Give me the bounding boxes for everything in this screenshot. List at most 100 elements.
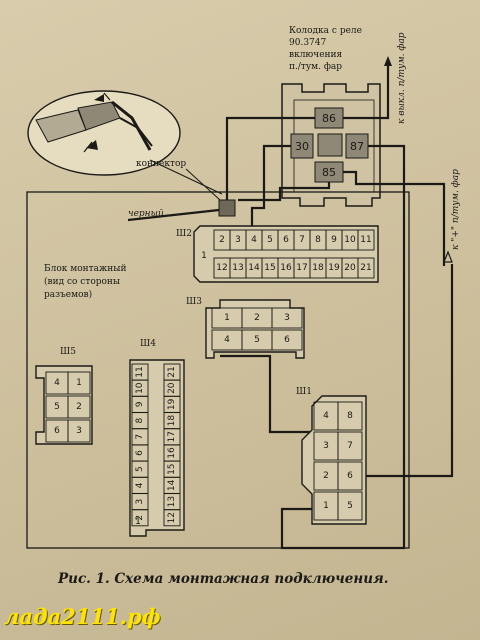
sh2-pin-2: 2 (219, 235, 225, 245)
sh3-pin-2: 2 (254, 313, 260, 323)
sh1-pin-8-box (337, 401, 363, 431)
sh4-pin-10: 10 (135, 382, 145, 394)
relay-title-line-1: Колодка с реле (289, 26, 362, 36)
sh3-pin-3: 3 (284, 313, 290, 323)
sh5-pin-6: 6 (54, 426, 60, 436)
sh2-pin-8: 8 (315, 235, 321, 245)
relay-pin-85-label: 85 (322, 166, 336, 179)
relay-pin-30-label: 30 (295, 140, 309, 153)
sh5-pin-2-box (67, 395, 91, 419)
sh1-pin-6: 6 (347, 471, 353, 481)
sh5-pin-1-box (67, 371, 91, 395)
sh2-pin-13: 13 (232, 263, 243, 273)
sh4-pin-19: 19 (167, 398, 177, 410)
sh1-pin-5-box (337, 491, 363, 521)
sh5-pin-1: 1 (76, 378, 82, 388)
to-switch-label: к выкл. п/тум. фар (397, 32, 407, 124)
sh2-pin-21-box (357, 257, 375, 279)
sh4-pin-6: 6 (135, 450, 145, 456)
relay-title-line-3: включения (289, 50, 343, 60)
sh4-pin-side: 1 (135, 517, 141, 527)
sh3-label: Ш3 (186, 297, 202, 307)
sh3-pin-1: 1 (224, 313, 230, 323)
sh5-pin-3-box (67, 419, 91, 443)
sh2-connector (193, 225, 379, 283)
sh1-pin-3: 3 (323, 441, 329, 451)
sh2-pin-side: 1 (201, 251, 207, 261)
arrow-to-switch (384, 56, 392, 66)
sh1-pin-8: 8 (347, 411, 353, 421)
sh2-pin-19: 19 (328, 263, 340, 273)
sh2-pin-10: 10 (344, 235, 356, 245)
sh4-pin-12: 12 (167, 512, 177, 523)
sh2-pin-3: 3 (235, 235, 241, 245)
black-wire (127, 208, 220, 222)
sh3-connector (205, 299, 305, 359)
connector-leader-line (185, 168, 221, 201)
connector-label: коннектор (136, 159, 186, 169)
sh3-pin-4: 4 (224, 335, 230, 345)
sh1-pin-7-box (337, 431, 363, 461)
watermark-logo: лада2111.рф (4, 604, 161, 629)
sh2-label: Ш2 (176, 229, 192, 239)
mounting-block-outline (26, 191, 410, 549)
sh2-pin-15: 15 (264, 263, 275, 273)
relay-pin-87-label: 87 (350, 140, 364, 153)
sh4-pin-5: 5 (135, 466, 145, 472)
sh1-pin-2: 2 (323, 471, 329, 481)
sh4-pin-15: 15 (167, 463, 177, 474)
sh3-pin-3-box (271, 307, 303, 329)
sh2-pin-21: 21 (360, 263, 371, 273)
sh3-pin-6-box (271, 329, 303, 351)
sh5-pin-3: 3 (76, 426, 82, 436)
relay-pin-86-label: 86 (322, 112, 336, 125)
sh1-pin-4: 4 (323, 411, 329, 421)
sh5-connector (35, 365, 93, 445)
sh4-pin-17: 17 (167, 431, 177, 442)
sh4-pin-9: 9 (135, 401, 145, 407)
sh4-pin-11: 11 (135, 366, 145, 377)
sh5-pin-2: 2 (76, 402, 82, 412)
block-label-line-3: разъемов) (44, 289, 92, 300)
sh1-pin-6-box (337, 461, 363, 491)
sh4-pin-2-box (131, 509, 149, 527)
sh3-pin-5: 5 (254, 335, 260, 345)
connector-box (218, 199, 236, 217)
sh5-pin-5: 5 (54, 402, 60, 412)
sh1-pin-5: 5 (347, 501, 353, 511)
sh1-cells: 4 8 3 7 2 6 1 5 (313, 401, 363, 521)
sh5-pin-4: 4 (54, 378, 60, 388)
wiring (220, 66, 454, 550)
sh4-pin-8: 8 (135, 417, 145, 423)
sh2-pin-20: 20 (344, 263, 356, 273)
block-label-line-2: (вид со стороны (44, 276, 120, 287)
sh5-label: Ш5 (60, 347, 76, 357)
black-wire-label: черный (128, 209, 164, 219)
to-plus-label: к "+" п/тум. фар (451, 169, 461, 250)
arrow-to-plus (443, 250, 453, 263)
sh5-cells: 4 1 5 2 6 3 (45, 371, 91, 443)
sh4-pin-13: 13 (167, 496, 177, 507)
sh2-pin-9: 9 (331, 235, 337, 245)
sh1-pin-7: 7 (347, 441, 353, 451)
sh4-pin-7: 7 (135, 434, 145, 440)
sh4-pin-16: 16 (167, 447, 177, 459)
sh2-pin-6: 6 (283, 235, 289, 245)
sh4-connector (129, 359, 185, 537)
figure-caption: Рис. 1. Схема монтажная подключения. (58, 571, 389, 587)
sh4-pin-2: 2 (135, 515, 145, 521)
sh2-pin-17: 17 (296, 263, 307, 273)
sh2-pin-11-box (357, 229, 375, 251)
relay-title-line-2: 90.3747 (289, 38, 326, 48)
sh2-pin-18: 18 (312, 263, 324, 273)
sh4-label: Ш4 (140, 339, 156, 349)
sh4-pin-21: 21 (167, 366, 177, 377)
relay-title-line-4: п./тум. фар (289, 62, 342, 72)
sh1-label: Ш1 (296, 387, 312, 397)
connector-inset (27, 90, 223, 195)
sh1-pin-1: 1 (323, 501, 329, 511)
sh4-pin-14: 14 (167, 479, 177, 491)
